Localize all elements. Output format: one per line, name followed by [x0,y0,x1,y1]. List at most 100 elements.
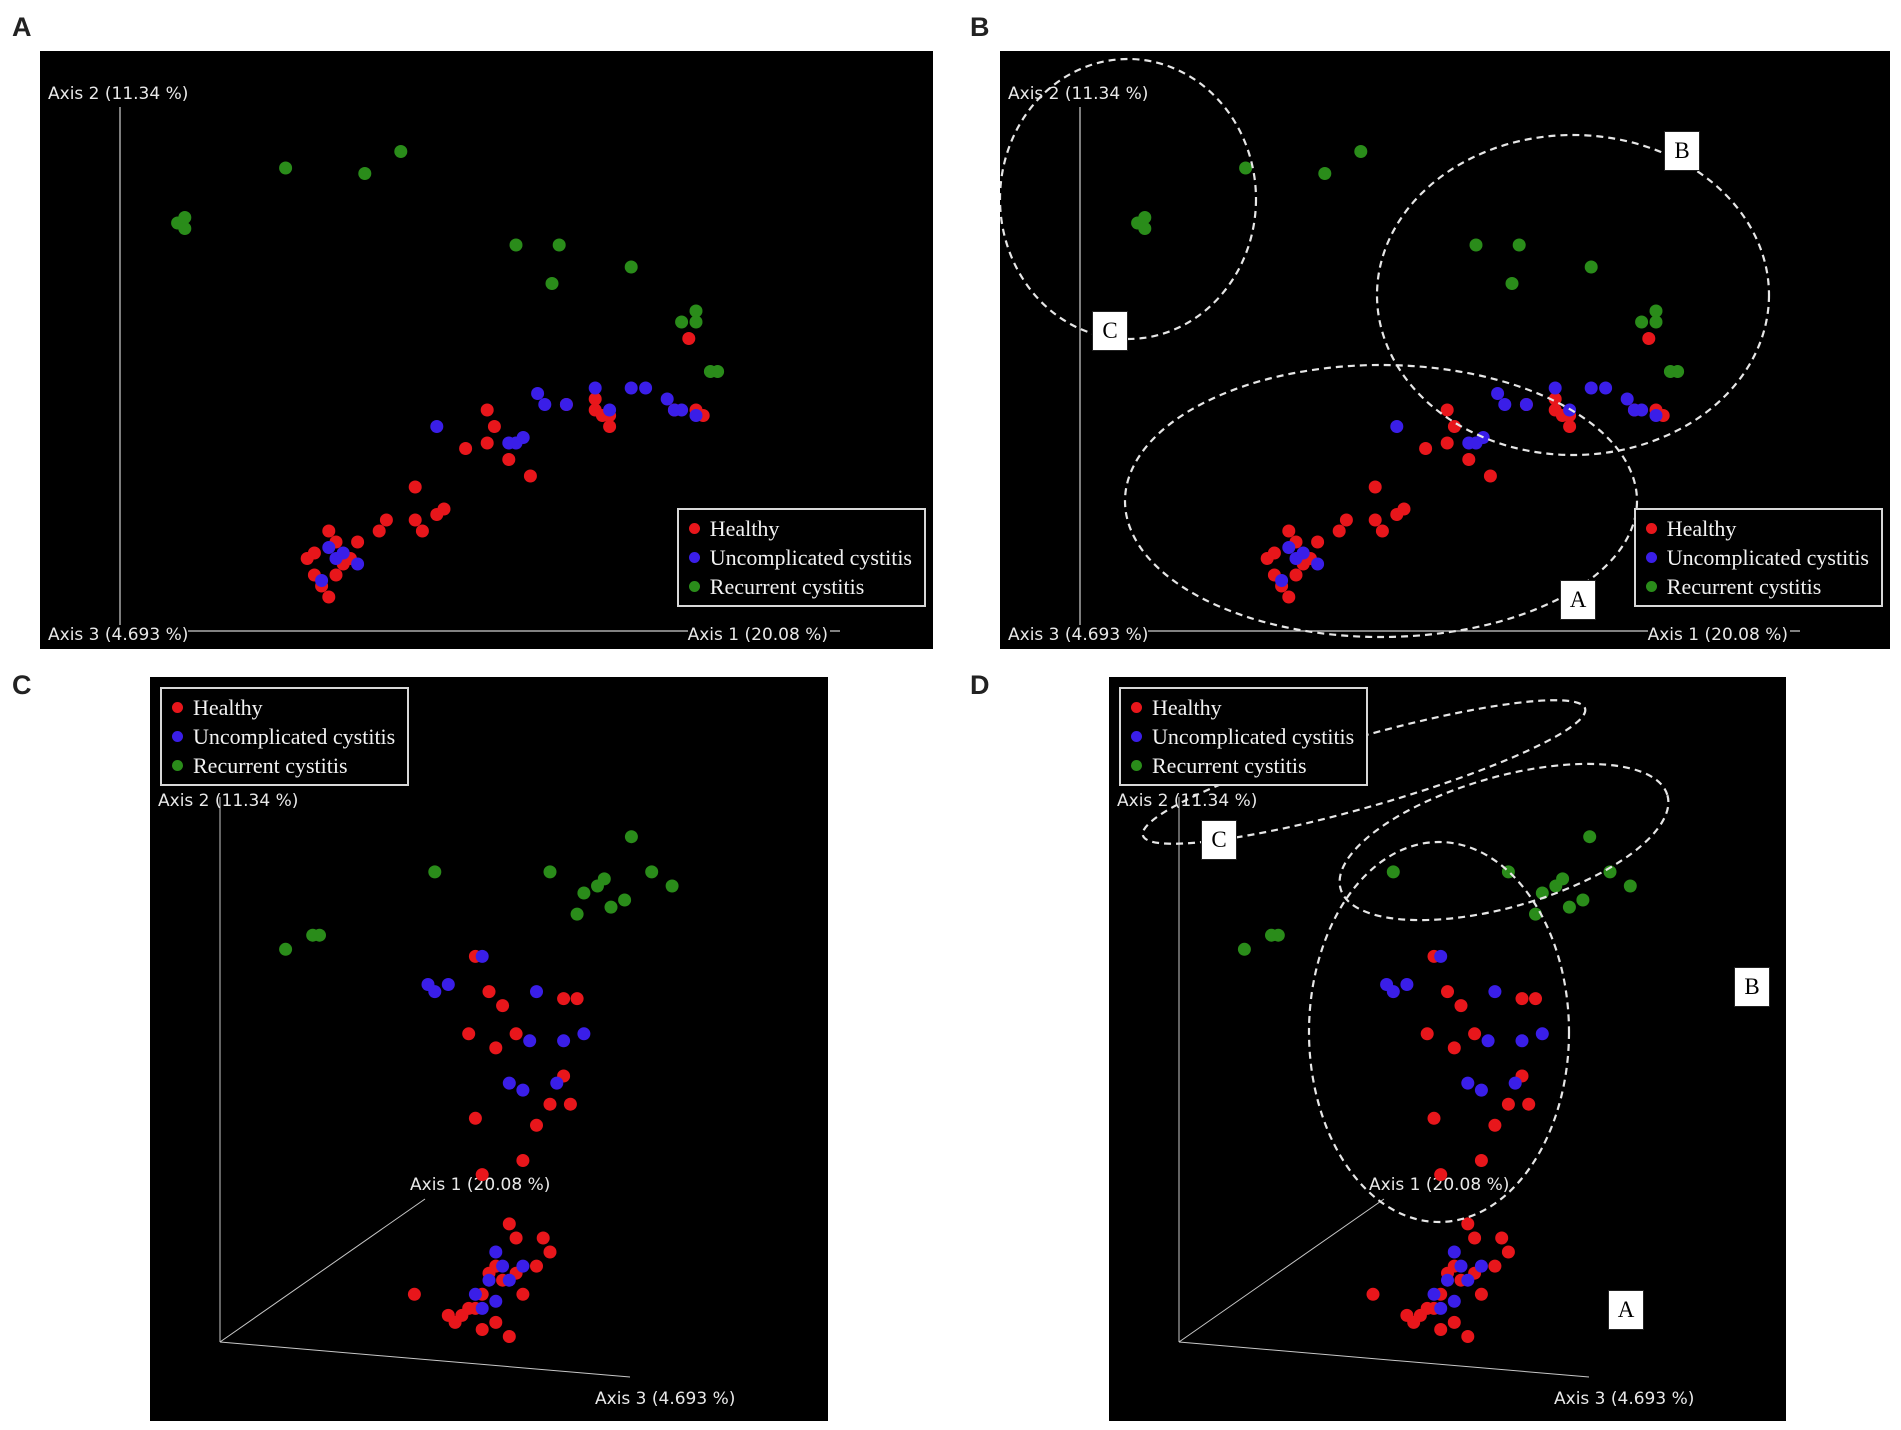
point-recurrent [624,830,638,844]
axis-2-label: Axis 2 (11.34 %) [158,791,298,811]
point-recurrent [1271,928,1285,942]
point-uncomplicated [1427,1287,1441,1301]
point-uncomplicated [428,985,442,999]
point-uncomplicated [660,392,674,406]
point-healthy [407,1287,421,1301]
axis-label-backdrop [1648,625,1790,645]
point-recurrent [1138,222,1152,235]
point-recurrent [624,260,638,274]
cluster-outline [1123,363,1639,639]
point-healthy [489,1041,503,1055]
cluster-outline [1000,57,1258,341]
point-uncomplicated [1519,398,1533,411]
point-recurrent [1354,145,1368,158]
cluster-label-c: C [1092,311,1128,351]
point-healthy [1434,1168,1448,1182]
point-healthy [1468,1231,1482,1245]
point-recurrent [178,222,192,235]
point-healthy [487,420,501,433]
point-healthy [1420,1301,1434,1315]
point-healthy [1454,999,1468,1013]
point-uncomplicated [475,1301,489,1315]
point-recurrent [645,865,659,879]
legend-label: Healthy [709,515,780,541]
point-healthy [379,513,393,527]
point-recurrent [577,886,591,900]
point-healthy [543,1245,557,1259]
pcoa-plot-b: Axis 2 (11.34 %)Axis 3 (4.693 %)Axis 1 (… [1000,51,1890,649]
point-uncomplicated [557,1034,571,1048]
point-recurrent [1386,865,1400,879]
point-recurrent [1556,872,1570,886]
axis-3-line [219,1341,631,1378]
scatter-canvas: Axis 2 (11.34 %)Axis 3 (4.693 %)Axis 1 (… [46,84,840,645]
recurrent-marker-icon [1131,760,1142,771]
point-uncomplicated [1434,1301,1448,1315]
point-healthy [1468,1027,1482,1041]
point-recurrent [1318,167,1332,180]
point-recurrent [509,238,523,252]
point-healthy [475,1323,489,1336]
cluster-label-b: B [1664,131,1700,171]
point-healthy [1447,1041,1461,1055]
point-uncomplicated [1447,1245,1461,1259]
point-uncomplicated [489,1245,503,1259]
panel-letter-b: B [970,12,990,42]
point-healthy [1474,1287,1488,1301]
point-healthy [509,1027,523,1041]
point-recurrent [1576,893,1590,907]
point-recurrent [1138,211,1152,224]
point-uncomplicated [1488,985,1502,999]
axis-2-label: Axis 2 (11.34 %) [48,84,188,104]
point-healthy [475,1168,489,1182]
legend-label: Recurrent cystitis [193,752,348,778]
point-uncomplicated [1481,1034,1495,1048]
point-healthy [1515,992,1529,1006]
legend-item-recurrent: Recurrent cystitis [172,751,395,780]
point-uncomplicated [1386,985,1400,999]
point-healthy [408,513,422,527]
point-healthy [1368,513,1382,527]
point-healthy [482,985,496,999]
point-recurrent [665,879,679,893]
axis-label-backdrop [1006,84,1148,104]
legend-label: Uncomplicated cystitis [193,723,396,749]
panel-letter-d: D [970,670,990,700]
point-uncomplicated [1508,1076,1522,1090]
point-recurrent [552,238,566,252]
point-uncomplicated [1474,1259,1488,1273]
point-healthy [372,524,386,538]
uncomplicated-marker-icon [1131,731,1142,742]
legend-label: Healthy [193,694,263,720]
point-recurrent [618,893,632,907]
point-healthy [1282,524,1296,538]
scatter-canvas: Axis 2 (11.34 %)Axis 3 (4.693 %)Axis 1 (… [1000,57,1800,645]
pcoa-plot-c: Axis 2 (11.34 %)Axis 1 (20.08 %)Axis 3 (… [150,677,828,1421]
point-uncomplicated [1454,1259,1468,1273]
recurrent-marker-icon [688,581,700,592]
point-uncomplicated [475,949,489,963]
point-uncomplicated [1474,1083,1488,1097]
point-healthy [480,436,494,450]
point-healthy [1447,1315,1461,1329]
point-uncomplicated [1649,409,1663,422]
legend-label: Uncomplicated cystitis [1152,723,1355,749]
point-recurrent [675,315,689,329]
healthy-marker-icon [172,702,183,713]
axis-label-backdrop [46,84,188,104]
legend-label: Recurrent cystitis [709,573,865,599]
point-recurrent [689,304,703,318]
point-healthy [1462,453,1476,466]
point-healthy [502,1330,516,1343]
point-healthy [563,1097,577,1111]
point-healthy [1441,985,1454,999]
point-healthy [462,1301,476,1315]
pcoa-plot-d: Axis 2 (11.34 %)Axis 1 (20.08 %)Axis 3 (… [1109,677,1786,1421]
cluster-outline [1375,133,1771,457]
point-healthy [1440,403,1454,417]
point-healthy [1390,508,1404,521]
legend-item-healthy: Healthy [172,693,395,722]
point-uncomplicated [588,381,602,395]
point-uncomplicated [689,409,703,422]
point-uncomplicated [502,1273,516,1287]
